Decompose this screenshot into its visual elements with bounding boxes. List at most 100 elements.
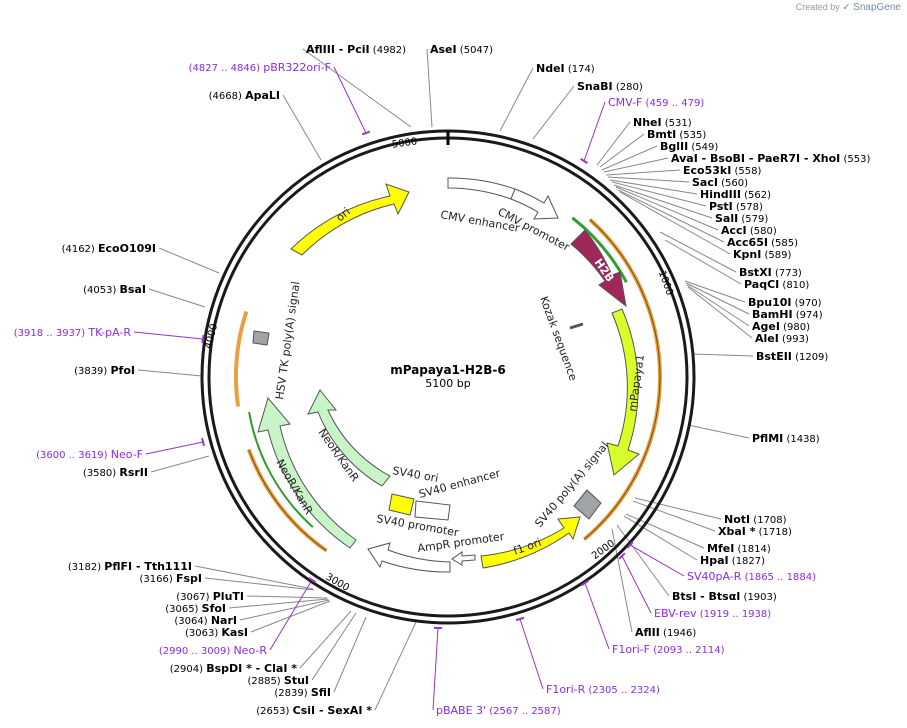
primer-site-mark [626,541,634,549]
primer-site-mark [308,576,316,584]
enzyme-label[interactable]: BmtI (535) [647,128,706,141]
feature-h2b[interactable] [570,229,627,308]
enzyme-label[interactable]: (3067) PluTI [176,590,244,603]
feature-neor-outer[interactable] [257,396,357,549]
enzyme-leader-line [299,610,352,669]
primer-name: pBABE 3' [436,704,486,717]
enzyme-label[interactable]: Acc65I (585) [727,236,798,249]
enzyme-label[interactable]: (2653) CsiI - SexAI * [256,704,372,717]
feature-cmv-enhancer[interactable] [447,177,516,200]
enzyme-label[interactable]: (3839) PfoI [74,364,135,377]
enzyme-position: (3166) [140,574,176,585]
feature-sv40-polya[interactable] [573,489,602,520]
feature-hsv-tk-polya[interactable] [252,330,270,346]
enzyme-label[interactable]: (4053) BsaI [83,283,146,296]
enzyme-label[interactable]: (3064) NarI [174,614,237,627]
primer-label[interactable]: F1ori-R (2305 .. 2324) [546,683,660,696]
primer-label[interactable]: pBABE 3' (2567 .. 2587) [436,704,561,717]
enzyme-label[interactable]: AvaI - BsoBI - PaeR7I - XhoI (553) [671,152,870,165]
feature-ampr-promoter[interactable] [451,551,476,566]
enzyme-name: XbaI * [718,525,756,538]
enzyme-position: (993) [779,334,809,345]
feature-sv40-ori[interactable] [388,493,415,516]
enzyme-label[interactable]: BamHI (974) [752,308,823,321]
enzyme-label[interactable]: NdeI (174) [536,62,595,75]
enzyme-label[interactable]: PaqCI (810) [744,278,809,291]
enzyme-label[interactable]: Eco53kI (558) [683,164,761,177]
feature-neor-inner[interactable] [307,389,391,487]
enzyme-label[interactable]: NotI (1708) [724,513,787,526]
feature-label-hsv-tk-polya: HSV TK poly(A) signal [273,281,302,401]
feature-cmv-promoter[interactable] [510,188,559,220]
enzyme-label[interactable]: BglII (549) [660,140,718,153]
enzyme-label[interactable]: SnaBI (280) [577,80,643,93]
primer-label[interactable]: (4827 .. 4846) pBR322ori-F [189,61,331,74]
enzyme-label[interactable]: (3063) KasI [185,626,248,639]
primer-leader-line [583,101,606,162]
enzyme-label[interactable]: (4668) ApaLI [209,89,280,102]
enzyme-name: SacI [692,176,718,189]
enzyme-label[interactable]: KpnI (589) [733,248,791,261]
enzyme-label[interactable]: (3065) SfoI [165,602,226,615]
primer-label[interactable]: (3918 .. 3937) TK-pA-R [14,326,132,339]
primer-label[interactable]: SV40pA-R (1865 .. 1884) [687,570,816,583]
primer-range: (2567 .. 2587) [486,706,561,717]
primer-name: Neo-R [233,644,267,657]
feature-sv40-promoter[interactable] [367,542,451,573]
enzyme-leader-line [687,286,753,339]
enzyme-name: FspI [176,572,202,585]
enzyme-name: AccI [721,224,747,237]
enzyme-label[interactable]: PstI (578) [709,200,763,213]
enzyme-leader-line [664,239,742,285]
enzyme-label[interactable]: (3182) PflFI - Tth111I [68,560,192,573]
enzyme-label[interactable]: AccI (580) [721,224,777,237]
enzyme-label[interactable]: NheI (531) [633,116,692,129]
enzyme-label[interactable]: MfeI (1814) [707,542,771,555]
enzyme-label[interactable]: AleI (993) [755,332,809,345]
primer-label[interactable]: CMV-F (459 .. 479) [608,96,704,109]
enzyme-label[interactable]: SalI (579) [715,212,768,225]
enzyme-label[interactable]: (3580) RsrII [83,466,148,479]
primer-site-mark [201,334,205,344]
enzyme-label[interactable]: (2885) StuI [247,674,309,687]
enzyme-label[interactable]: BstXI (773) [739,266,802,279]
enzyme-label[interactable]: (2839) SfiI [274,686,331,699]
enzyme-name: BsaI [120,283,146,296]
enzyme-label[interactable]: AflII (1946) [635,626,696,639]
enzyme-leader-line [532,85,575,140]
feature-ori[interactable] [290,183,410,256]
enzyme-label[interactable]: AgeI (980) [752,320,810,333]
enzyme-label[interactable]: HpaI (1827) [700,554,765,567]
enzyme-label[interactable]: (3166) FspI [140,572,202,585]
enzyme-label[interactable]: BstEII (1209) [756,350,828,363]
enzyme-name: NotI [724,513,750,526]
primer-label[interactable]: F1ori-F (2093 .. 2114) [612,643,725,656]
feature-kozak[interactable] [569,322,584,330]
primer-label[interactable]: (2990 .. 3009) Neo-R [159,644,268,657]
enzyme-label[interactable]: PflMI (1438) [752,432,820,445]
enzyme-leader-line [204,577,315,591]
enzyme-label[interactable]: (4162) EcoO109I [62,242,156,255]
enzyme-label[interactable]: SacI (560) [692,176,748,189]
primer-leader-line [432,627,439,711]
enzyme-label[interactable]: BtsI - BtsαI (1903) [672,590,777,603]
primer-label[interactable]: EBV-rev (1919 .. 1938) [654,607,771,620]
feature-f1-ori[interactable] [480,516,581,569]
enzyme-position: (1209) [792,352,829,363]
enzyme-leader-line [609,179,698,195]
primer-name: EBV-rev [654,607,697,620]
enzyme-label[interactable]: XbaI * (1718) [718,525,792,538]
feature-sv40-enhancer[interactable] [414,500,451,521]
enzyme-label[interactable]: AseI (5047) [430,43,493,56]
primer-site-mark [201,437,205,447]
primer-site-mark [580,158,588,164]
feature-mpapaya1[interactable] [606,308,640,476]
primer-label[interactable]: (3600 .. 3619) Neo-F [36,448,143,461]
enzyme-label[interactable]: AflIII - PciI (4982) [306,43,406,56]
enzyme-label[interactable]: HindIII (562) [700,188,771,201]
enzyme-label[interactable]: (2904) BspDI * - ClaI * [170,662,297,675]
enzyme-label[interactable]: Bpu10I (970) [748,296,822,309]
enzyme-name: Bpu10I [748,296,792,309]
enzyme-position: (531) [662,118,692,129]
enzyme-position: (3839) [74,366,110,377]
